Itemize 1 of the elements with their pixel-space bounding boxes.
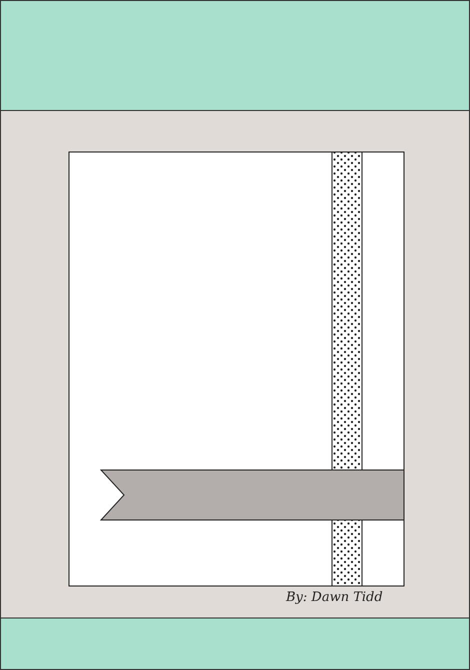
credit-text: By: Dawn Tidd <box>286 590 383 605</box>
